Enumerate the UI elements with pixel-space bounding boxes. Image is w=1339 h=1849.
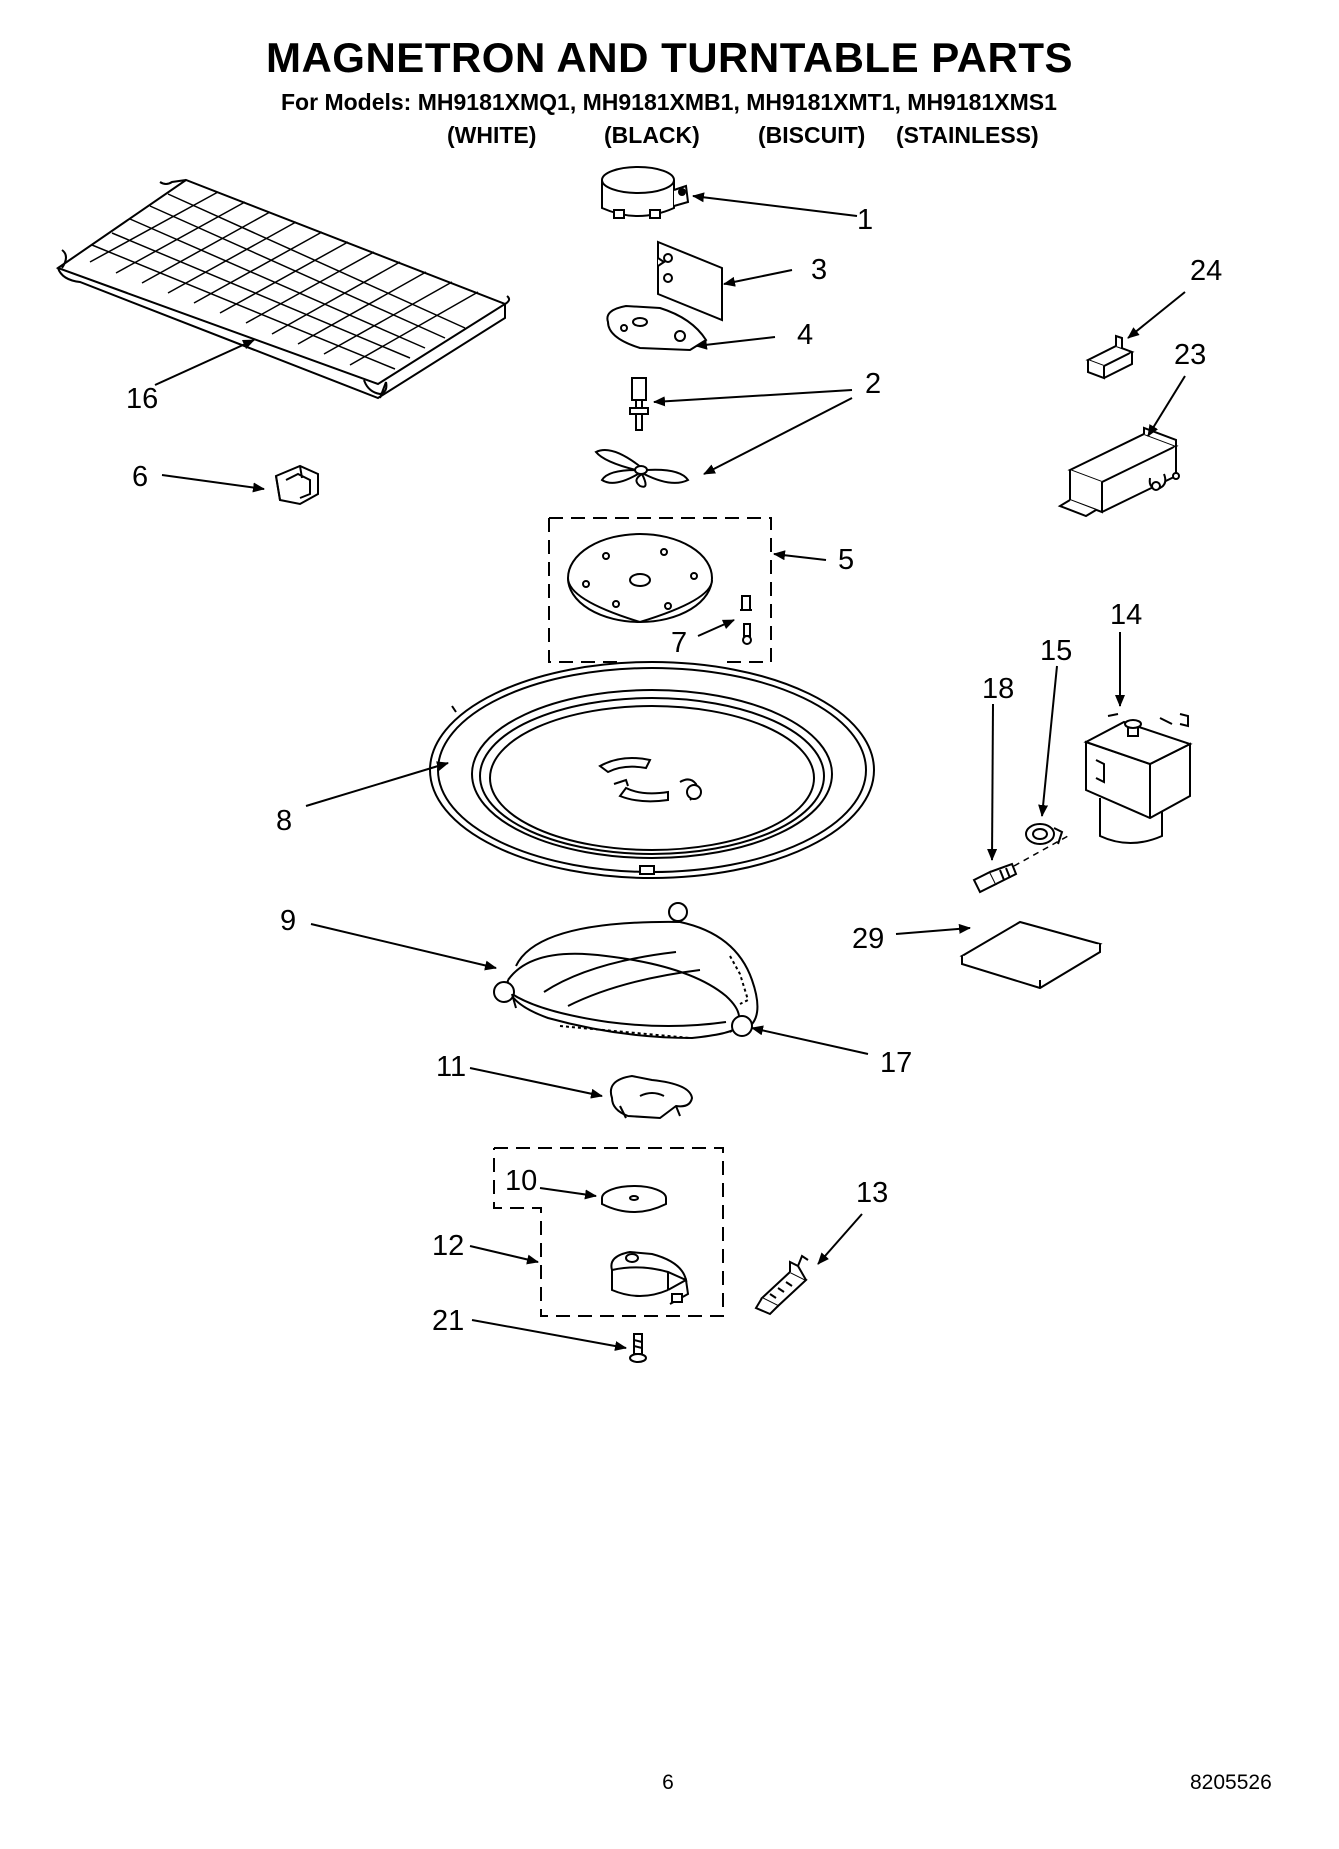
thermal-protector-part	[1025, 823, 1064, 845]
callout-29: 29	[852, 923, 884, 955]
callout-labels: 1 3 4 2 24 23 16 6 5 7 14 15 18 8 9 29 1…	[126, 204, 1222, 1337]
color-black: (BLACK)	[604, 122, 700, 148]
color-biscuit: (BISCUIT)	[758, 122, 866, 148]
callout-6: 6	[132, 461, 148, 493]
drive-plate-part	[567, 533, 713, 624]
page-title: MAGNETRON AND TURNTABLE PARTS	[265, 34, 1073, 81]
screw-21-part	[629, 1333, 647, 1363]
turntable-motor-part	[610, 1250, 690, 1305]
color-white: (WHITE)	[447, 122, 537, 148]
switch-part	[754, 1254, 809, 1316]
callout-9: 9	[280, 905, 296, 937]
coupler-part	[610, 1074, 694, 1120]
document-number: 8205526	[1190, 1771, 1272, 1794]
model-list: For Models: MH9181XMQ1, MH9181XMB1, MH91…	[281, 89, 1057, 115]
magnetron-part	[1083, 713, 1193, 844]
callout-17: 17	[880, 1047, 912, 1079]
callout-2: 2	[865, 368, 881, 400]
callout-18: 18	[982, 673, 1014, 705]
callout-24: 24	[1190, 255, 1222, 287]
callout-1: 1	[857, 204, 873, 236]
callout-11: 11	[436, 1051, 466, 1083]
stirrer-fan-part	[594, 449, 690, 488]
turntable-tray-part	[429, 661, 875, 879]
motor-bracket-part	[606, 304, 708, 352]
callout-10: 10	[505, 1165, 537, 1197]
stirrer-shaft-part	[629, 377, 649, 431]
callout-7: 7	[671, 627, 687, 659]
callout-8: 8	[276, 805, 292, 837]
stirrer-motor-part	[601, 166, 690, 219]
callout-14: 14	[1110, 599, 1142, 631]
callout-3: 3	[811, 254, 827, 286]
cover-plate-part	[657, 240, 723, 322]
page-number: 6	[662, 1771, 674, 1794]
callout-13: 13	[856, 1177, 888, 1209]
screw-18-part	[972, 862, 1018, 894]
callout-5: 5	[838, 544, 854, 576]
mounting-bracket-part	[1057, 426, 1180, 518]
turntable-motor-kit-box	[493, 1147, 724, 1317]
callout-15: 15	[1040, 635, 1072, 667]
color-stainless: (STAINLESS)	[896, 122, 1039, 148]
screw-part	[740, 595, 752, 645]
oven-rack-part	[55, 178, 511, 400]
drive-plate-kit-box	[548, 517, 772, 663]
roller-ring-part	[493, 902, 759, 1040]
callout-21: 21	[432, 1305, 464, 1337]
motor-spacer-part	[601, 1185, 667, 1213]
small-bracket-part	[1085, 334, 1135, 380]
callout-23: 23	[1174, 339, 1206, 371]
callout-16: 16	[126, 383, 158, 415]
waveguide-cover-part	[959, 920, 1103, 990]
callout-12: 12	[432, 1230, 464, 1262]
leader-lines	[154, 192, 1186, 1351]
callout-4: 4	[797, 319, 813, 351]
clip-part	[274, 464, 319, 506]
